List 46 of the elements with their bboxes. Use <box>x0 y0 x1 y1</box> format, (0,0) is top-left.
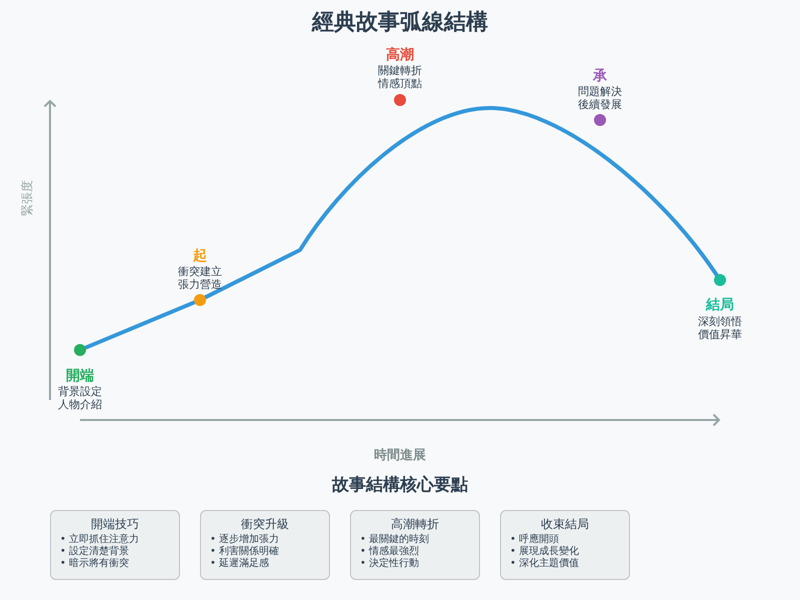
stage-description: 深刻領悟 <box>698 316 742 328</box>
bullet-item: • 深化主題價值 <box>510 558 580 570</box>
bullet-item: • 逐步增加張力 <box>210 534 280 546</box>
diagram-title: 經典故事弧線結構 <box>312 8 488 37</box>
stage-dot <box>714 274 726 286</box>
stage-dot <box>194 294 206 306</box>
stage-dot <box>394 94 406 106</box>
bullet-item: • 展現成長變化 <box>510 546 580 558</box>
story-arc-line <box>84 300 196 350</box>
bullet-item: • 最關鍵的時刻 <box>360 534 430 546</box>
bullet-item: • 設定清楚背景 <box>60 546 130 558</box>
stage-title: 起 <box>193 248 207 264</box>
bullet-item: • 暗示將有衝突 <box>60 558 130 570</box>
x-axis-label: 時間進展 <box>374 448 426 464</box>
stage-description: 人物介紹 <box>58 398 102 412</box>
tip-card <box>50 510 180 580</box>
stage-title: 結局 <box>706 297 734 313</box>
bullet-item: • 立即抓住注意力 <box>60 534 140 546</box>
story-arc-line <box>203 106 719 300</box>
bullet-item: • 利害關係明確 <box>210 546 280 558</box>
tip-card <box>200 510 330 580</box>
stage-description: 張力營造 <box>178 278 222 292</box>
stage-description: 關鍵轉折 <box>378 64 422 78</box>
card-title: 開端技巧 <box>91 517 139 532</box>
bullet-item: • 呼應開頭 <box>510 534 560 546</box>
stage-description: 後續發展 <box>578 98 622 112</box>
stage-description: 情感頂點 <box>378 78 422 90</box>
stage-title: 承 <box>593 68 607 84</box>
stage-dot <box>74 344 86 356</box>
card-title: 衝突升級 <box>241 517 289 532</box>
stage-title: 高潮 <box>386 47 414 63</box>
stage-description: 問題解決 <box>578 86 622 98</box>
stage-title: 開端 <box>66 368 94 384</box>
bullet-item: • 情感最強烈 <box>360 546 420 558</box>
bullet-item: • 決定性行動 <box>360 558 420 570</box>
section-heading: 故事結構核心要點 <box>332 474 468 496</box>
tip-card <box>500 510 630 580</box>
card-title: 收束結局 <box>541 517 589 532</box>
card-title: 高潮轉折 <box>391 517 439 532</box>
y-axis-label: 緊張度 <box>20 180 34 216</box>
tip-card <box>350 510 480 580</box>
stage-description: 衝突建立 <box>178 266 222 278</box>
bullet-item: • 延遲滿足感 <box>210 558 270 570</box>
stage-description: 價值昇華 <box>698 328 742 342</box>
stage-description: 背景設定 <box>58 386 102 398</box>
stage-dot <box>594 114 606 126</box>
